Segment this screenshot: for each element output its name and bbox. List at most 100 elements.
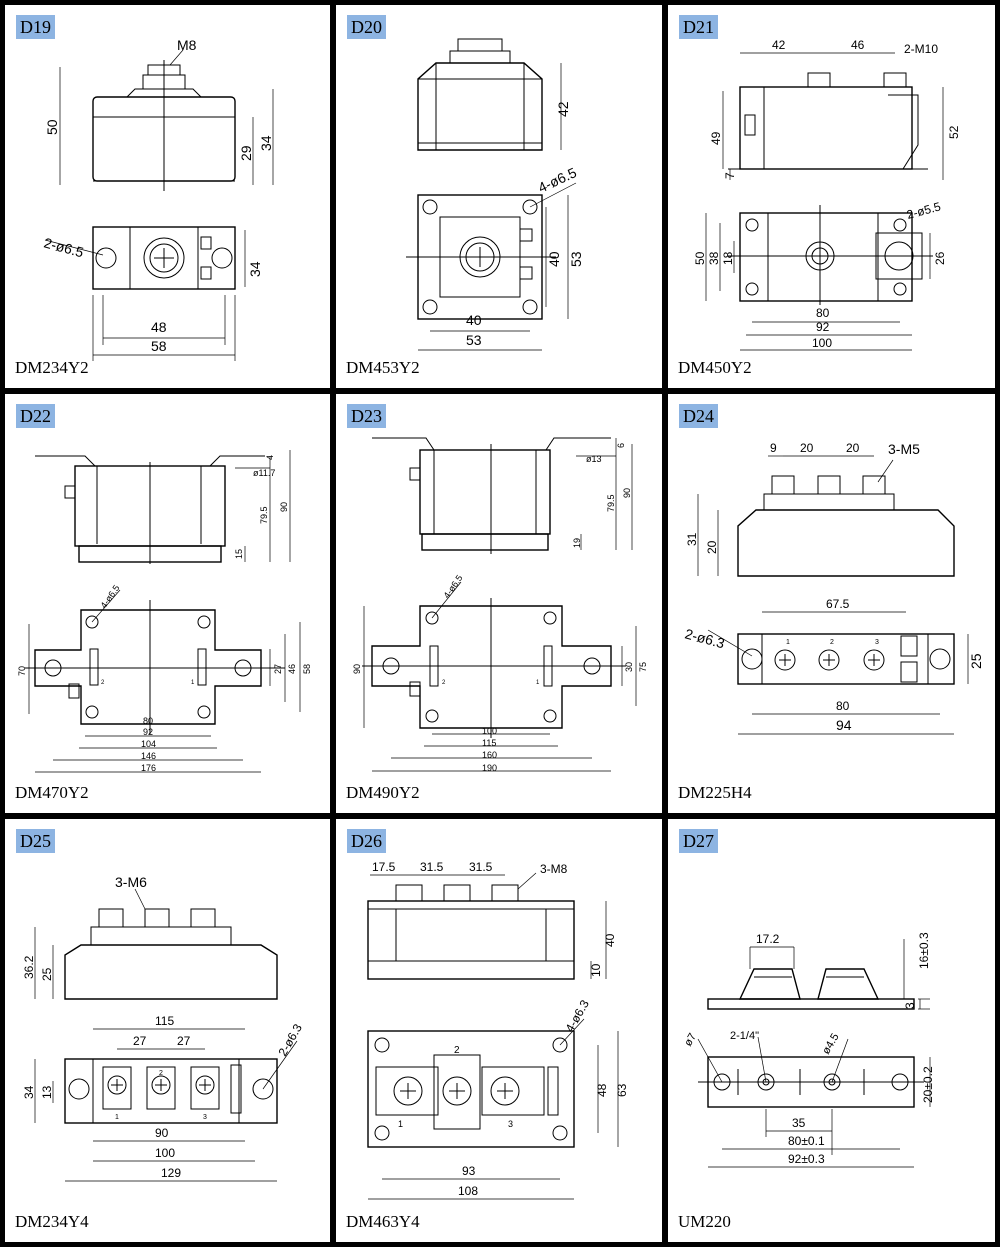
- model-label: DM234Y2: [15, 358, 89, 377]
- dim-label: 38: [707, 251, 721, 265]
- dim-label: 79.5: [606, 494, 616, 512]
- dim-label: M8: [177, 37, 197, 53]
- cell-tag: D23: [347, 404, 386, 428]
- cell-tag: D20: [347, 15, 386, 39]
- dim-label: 19: [572, 538, 582, 548]
- dim-label: 115: [482, 738, 496, 748]
- dim-label: 15: [234, 549, 244, 559]
- technical-drawing: 3-M6 36.2 25 115 27 27 2-ø6.3 34 13 90 1…: [22, 874, 305, 1182]
- dim-label: 2-ø6.3: [683, 625, 726, 651]
- model-label: DM470Y2: [15, 783, 89, 802]
- technical-drawing: 6 ø13 79.5 90 19 4-ø6.5 90 30 75 100 115…: [352, 437, 648, 773]
- dim-label: 70: [17, 666, 27, 676]
- dim-label: 4-ø6.3: [562, 997, 592, 1034]
- dim-label: 90: [622, 488, 632, 498]
- dim-label: 2-M10: [904, 42, 938, 56]
- dim-label: 48: [595, 1083, 609, 1097]
- dim-label: 34: [247, 261, 263, 277]
- dim-label: 3-M8: [540, 862, 568, 876]
- dim-label: ø4.5: [820, 1031, 841, 1056]
- dim-label: 4-ø6.5: [441, 573, 464, 600]
- dim-label: 34: [258, 135, 274, 151]
- dim-label: 3-M6: [115, 874, 147, 890]
- dim-label: 100: [155, 1146, 175, 1160]
- technical-drawing: M8 50 29 34 2-ø6.5 34 48 58: [42, 37, 274, 361]
- dim-label: 29: [238, 145, 254, 161]
- model-label: DM453Y2: [346, 358, 420, 377]
- technical-drawing: 17.2 16±0.3 3 ø7 2-1/4" ø4.5 20±0.2 35 8…: [682, 932, 935, 1168]
- dim-label: 190: [482, 763, 497, 773]
- dim-label: 3-M5: [888, 441, 920, 457]
- dim-label: 92: [143, 727, 153, 737]
- terminal-label: 1: [115, 1114, 119, 1121]
- dim-label: 58: [151, 338, 167, 354]
- terminal-label: 2: [159, 1070, 163, 1077]
- dim-label: 93: [462, 1164, 476, 1178]
- dim-label: 20: [705, 540, 719, 554]
- dim-label: 40: [546, 251, 562, 267]
- dim-label: 6: [616, 443, 626, 448]
- dim-label: 9: [770, 441, 777, 455]
- terminal-label: 2: [830, 639, 834, 646]
- dim-label: 108: [458, 1184, 478, 1198]
- cell-tag: D19: [16, 15, 55, 39]
- dim-label: 80: [143, 716, 153, 726]
- model-label: UM220: [678, 1212, 731, 1231]
- dim-label: 27: [133, 1034, 147, 1048]
- dim-label: 58: [302, 664, 312, 674]
- model-label: DM490Y2: [346, 783, 420, 802]
- terminal-label: 3: [203, 1114, 207, 1121]
- technical-drawing: 17.5 31.5 31.5 3-M8 40 10 4-ø6.3 48 63 9…: [367, 860, 629, 1200]
- dim-label: 27: [273, 664, 283, 674]
- terminal-label: 2: [101, 680, 105, 686]
- dim-label: 27: [177, 1034, 191, 1048]
- dim-label: 4: [265, 455, 275, 460]
- dim-label: 53: [568, 251, 584, 267]
- dim-label: 35: [792, 1116, 806, 1130]
- dim-label: 26: [933, 251, 947, 265]
- dim-label: 90: [352, 664, 362, 674]
- dim-label: 50: [44, 119, 60, 135]
- drawing-cell-d19: D19 M8 50 29 34 2-ø6.5: [5, 5, 330, 388]
- dim-label: 75: [638, 662, 648, 672]
- drawing-cell-d26: D26 17.5 31.5 31.5: [336, 819, 662, 1242]
- terminal-label: 1: [398, 1119, 403, 1129]
- dim-label: 40: [466, 312, 482, 328]
- dim-label: 100: [482, 726, 497, 736]
- dim-label: 17.2: [756, 932, 780, 946]
- drawing-cell-d21: D21 42 46 2-M10 49: [668, 5, 995, 388]
- cell-tag: D26: [347, 829, 386, 853]
- technical-drawing: 9 20 20 3-M5 31 20 67.5 2-ø6.3 25 80 94 …: [683, 441, 984, 735]
- dim-label: 34: [22, 1085, 36, 1099]
- model-label: DM450Y2: [678, 358, 752, 377]
- dim-label: 4-ø6.5: [536, 164, 580, 196]
- dim-label: 160: [482, 750, 497, 760]
- cell-tag: D21: [679, 15, 718, 39]
- terminal-label: 1: [786, 639, 790, 646]
- dim-label: 42: [555, 101, 571, 117]
- dim-label: 94: [836, 717, 852, 733]
- dim-label: 13: [40, 1085, 54, 1099]
- dim-label: 20: [800, 441, 814, 455]
- dim-label: 79.5: [259, 506, 269, 524]
- dim-label: 2-ø6.5: [42, 234, 85, 260]
- dim-label: 46: [287, 664, 297, 674]
- drawing-cell-d20: D20 42 4-ø6.5 40 53 40 53 DM453Y2: [336, 5, 662, 388]
- drawing-cell-d23: D23 6 ø13 79.5 90: [336, 394, 662, 813]
- dim-label: 25: [968, 653, 984, 669]
- drawing-cell-d27: D27 17.2 16±0.3 3: [668, 819, 995, 1242]
- dim-label: 10: [589, 963, 603, 977]
- dim-label: 40: [603, 933, 617, 947]
- terminal-label: 3: [508, 1119, 513, 1129]
- cell-tag: D27: [679, 829, 718, 853]
- dim-label: 46: [851, 38, 865, 52]
- dim-label: 146: [141, 751, 156, 761]
- dim-label: 25: [40, 967, 54, 981]
- dim-label: 2-1/4": [730, 1030, 759, 1042]
- dim-label: 20±0.2: [921, 1066, 935, 1103]
- dim-label: 92±0.3: [788, 1152, 825, 1166]
- dim-label: 4-ø6.5: [98, 583, 121, 610]
- dim-label: 31: [685, 532, 699, 546]
- terminal-label: 1: [191, 680, 195, 686]
- cell-tag: D24: [679, 404, 718, 428]
